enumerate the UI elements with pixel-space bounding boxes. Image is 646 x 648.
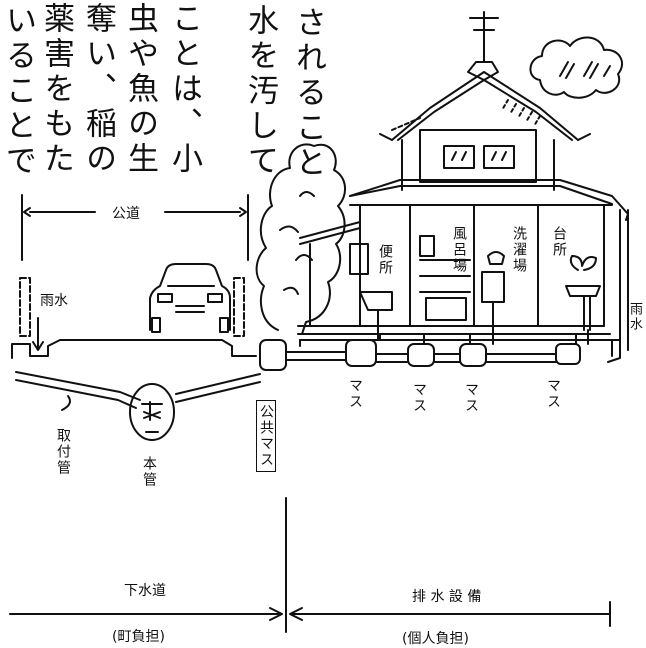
masu-label: マス <box>463 382 479 414</box>
public-masu-label: 公共マス <box>256 400 276 472</box>
rain-label-right: 雨水 <box>627 302 642 332</box>
drainage-burden-label: (個人負担) <box>402 631 469 647</box>
sewer-label: 下水道 <box>124 583 166 599</box>
road-label: 公道 <box>112 206 140 222</box>
text-column-1: されること <box>290 6 326 181</box>
text-column-4: 虫や魚の生 <box>122 2 158 177</box>
masu-label: マス <box>545 378 561 410</box>
road-section <box>12 195 256 358</box>
sewer-pipe <box>16 372 260 440</box>
bath-label: 風呂場 <box>451 226 467 274</box>
drain-system <box>260 326 620 370</box>
text-column-5: 奪い、稲の <box>80 2 116 177</box>
sewer-burden-label: (町負担) <box>112 629 165 645</box>
rain-label-left: 雨水 <box>40 293 68 309</box>
text-column-7: いることで <box>0 4 36 179</box>
house-drawing <box>298 12 628 362</box>
main-pipe-label: 本管 <box>141 456 157 488</box>
rain-cloud-drawing <box>392 37 622 130</box>
masu-label: マス <box>347 378 363 410</box>
burden-axis <box>10 498 610 632</box>
tree-drawing <box>257 144 345 334</box>
laundry-label: 洗濯場 <box>511 226 527 274</box>
car-drawing <box>150 264 230 332</box>
branch-pipe-label: 取付管 <box>55 428 71 476</box>
text-column-3: ことは、小 <box>166 2 202 177</box>
drainage-label: 排 水 設 備 <box>412 589 482 605</box>
kitchen-label: 台所 <box>551 226 567 258</box>
text-column-2: 水を汚して <box>242 4 278 179</box>
toilet-label: 便所 <box>377 244 393 276</box>
masu-label: マス <box>411 382 427 414</box>
text-column-6: 薬害をもた <box>38 2 74 177</box>
